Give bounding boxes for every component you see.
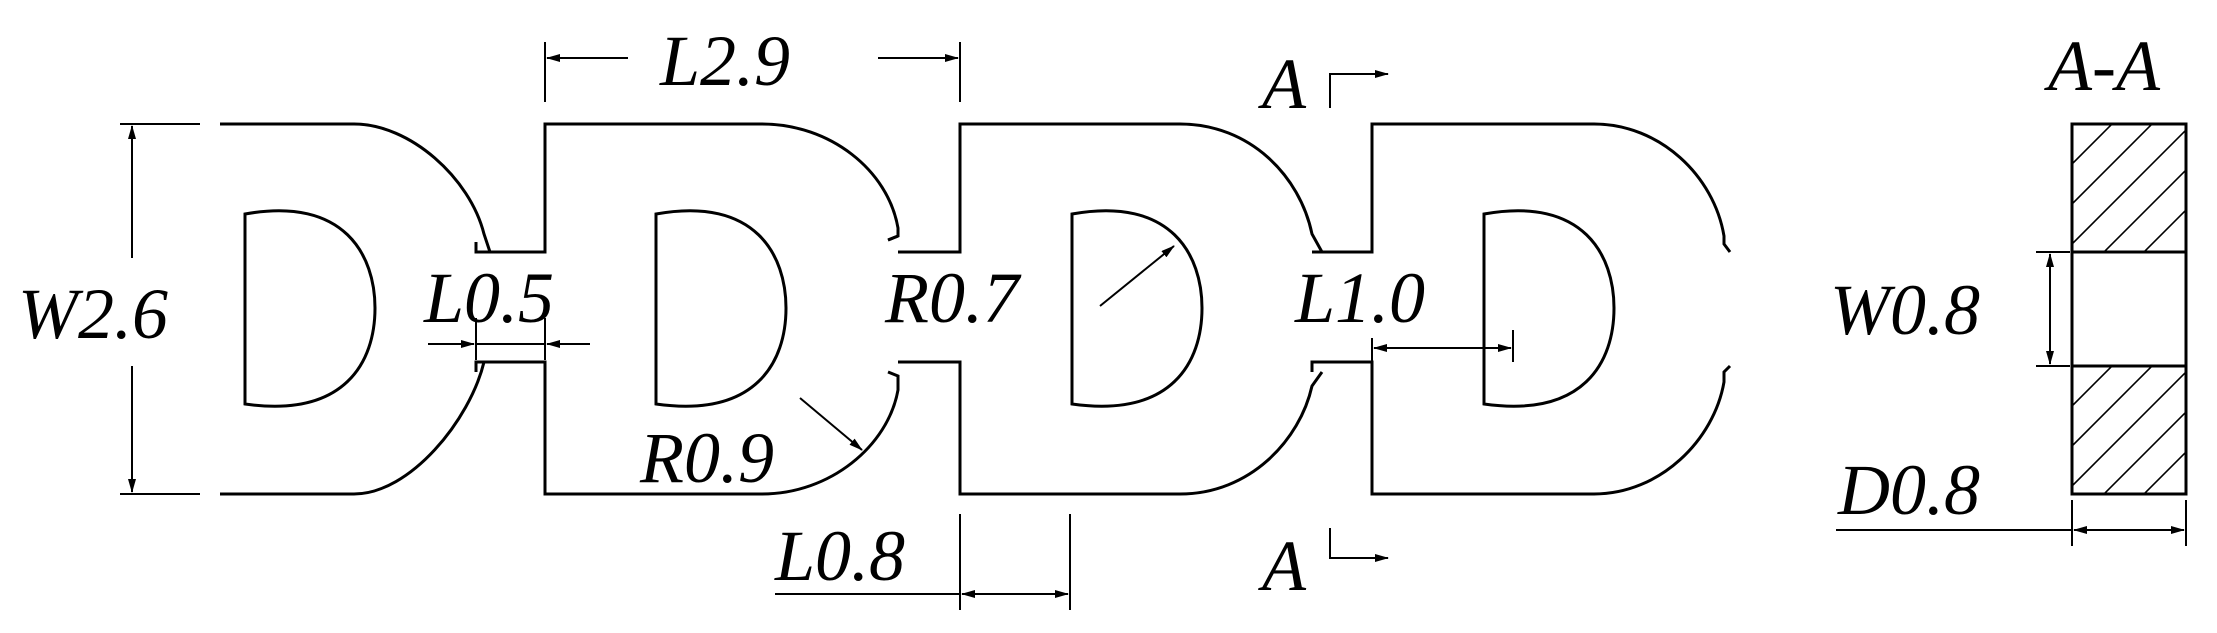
label-r0-9: R0.9 xyxy=(639,418,774,498)
label-w0-8: W0.8 xyxy=(1830,270,1980,350)
section-label-bottom: A xyxy=(1258,526,1307,606)
label-l1-0: L1.0 xyxy=(1294,258,1425,338)
section-mark-top: A xyxy=(1258,44,1389,124)
dimension-l0-5: L0.5 xyxy=(423,258,590,360)
label-l0-5: L0.5 xyxy=(423,258,554,338)
hatch-top xyxy=(2072,124,2186,252)
dimension-r0-9: R0.9 xyxy=(639,397,863,498)
section-view-a-a: A-A W0.8 xyxy=(1830,26,2188,546)
label-l2-9: L2.9 xyxy=(659,21,790,101)
d-unit-1 xyxy=(220,122,492,496)
dimension-l1-0: L1.0 xyxy=(1294,258,1514,374)
section-view-title: A-A xyxy=(2044,26,2161,106)
section-label-top: A xyxy=(1258,44,1307,124)
d-unit-2 xyxy=(474,122,900,496)
d-unit-3 xyxy=(887,122,1324,496)
hatch-bottom xyxy=(2072,366,2186,494)
dimension-r0-7: R0.7 xyxy=(884,245,1175,338)
dimension-w2-6: W2.6 xyxy=(18,123,200,495)
section-mark-bottom: A xyxy=(1258,526,1389,606)
label-l0-8: L0.8 xyxy=(774,516,905,596)
d-unit-4 xyxy=(1310,122,1732,496)
label-w2-6: W2.6 xyxy=(18,274,168,354)
label-d0-8: D0.8 xyxy=(1837,450,1980,530)
dimension-l2-9: L2.9 xyxy=(544,21,961,102)
dimension-l0-8: L0.8 xyxy=(774,514,1071,610)
label-r0-7: R0.7 xyxy=(884,258,1022,338)
